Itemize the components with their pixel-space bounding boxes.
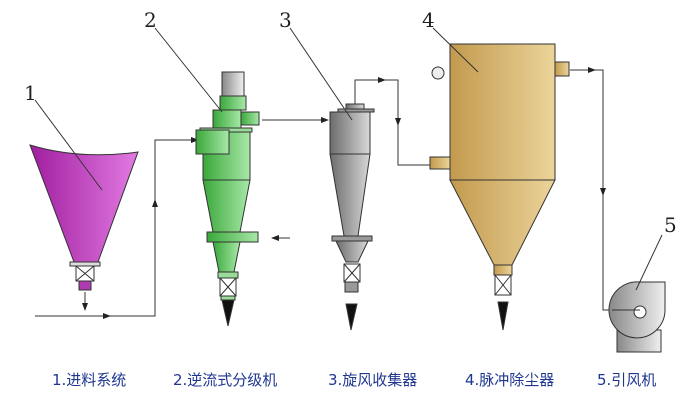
classifier	[195, 71, 260, 327]
label-number-2: 2	[144, 8, 157, 32]
caption-dust-collector: 4.脉冲除尘器	[465, 371, 555, 389]
induced-draft-fan	[608, 281, 666, 353]
cyclone-collector	[329, 103, 375, 331]
label-number-5: 5	[664, 213, 677, 237]
label-number-3: 3	[279, 8, 292, 32]
flow-lines	[35, 67, 612, 319]
label-number-1: 1	[24, 81, 37, 105]
label-number-4: 4	[422, 8, 435, 32]
leader-lines	[34, 27, 663, 291]
caption-feed-system: 1.进料系统	[52, 371, 127, 389]
caption-classifier: 2.逆流式分级机	[173, 371, 278, 389]
caption-cyclone: 3.旋风收集器	[328, 371, 418, 389]
pulse-dust-collector	[429, 43, 570, 331]
caption-fan: 5.引风机	[597, 371, 657, 389]
feed-hopper	[29, 144, 139, 291]
